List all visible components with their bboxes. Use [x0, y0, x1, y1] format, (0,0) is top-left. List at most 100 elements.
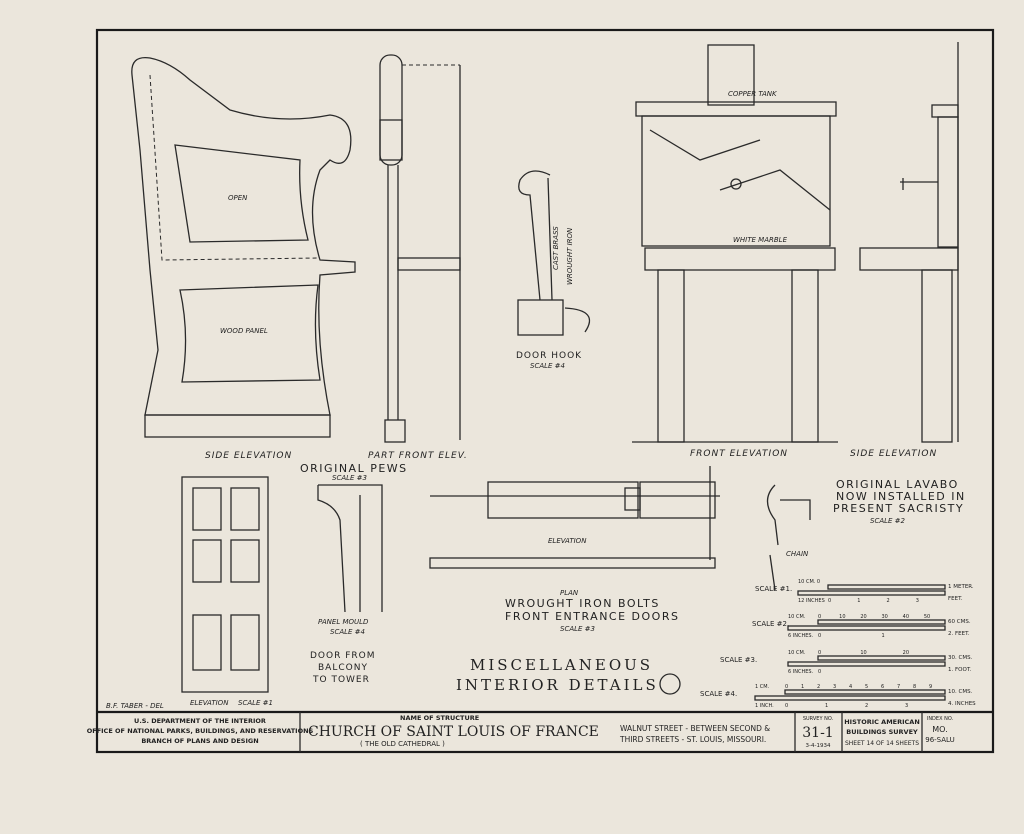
- door-elevation-label: ELEVATION: [190, 699, 229, 707]
- scale-top-tick: 6: [881, 684, 884, 690]
- scale-tick: 0: [818, 669, 821, 675]
- scale-bottom-left: 6 INCHES.: [788, 633, 814, 639]
- door-hook-title: DOOR HOOK: [516, 351, 582, 361]
- habs-line-1: HISTORIC AMERICAN: [844, 718, 920, 726]
- scale-top-tick: 0: [785, 684, 788, 690]
- front-elevation-label: FRONT ELEVATION: [690, 449, 788, 459]
- survey-no: 31-1: [802, 725, 833, 741]
- lavabo-title-1: ORIGINAL LAVABO: [836, 478, 959, 491]
- scale-bar-top: [817, 655, 946, 661]
- scale-top-tick: 9: [929, 684, 932, 690]
- lavabo-scale: SCALE #2: [870, 517, 906, 525]
- scale-bar-bottom: [797, 590, 946, 596]
- structure-name: CHURCH OF SAINT LOUIS OF FRANCE: [308, 724, 599, 740]
- pew-front-elevation: PART FRONT ELEV.: [368, 54, 468, 461]
- bolts-title-2: FRONT ENTRANCE DOORS: [505, 610, 679, 623]
- structure-subname: ( THE OLD CATHEDRAL ): [360, 740, 445, 748]
- panel-mould-section: SCALE #3 PANEL MOULD SCALE #4: [317, 474, 383, 636]
- scale-top-tick: 3: [833, 684, 836, 690]
- scale-top-tick: 8: [913, 684, 916, 690]
- wrought-iron-label: WROUGHT IRON: [566, 227, 574, 285]
- scale-top-left: 10 CM.: [788, 650, 806, 656]
- location-line-2: THIRD STREETS - ST. LOUIS, MISSOURI.: [619, 735, 766, 744]
- index-no: MO.: [932, 725, 947, 734]
- pew-side-elevation: OPEN WOOD PANEL SIDE ELEVATION: [131, 56, 356, 461]
- lavabo-title-3: PRESENT SACRISTY: [833, 502, 964, 515]
- scale-bottom-right: 2. FEET.: [948, 631, 970, 637]
- scale-tick: 1: [825, 703, 828, 709]
- panel-mould-scale: SCALE #4: [330, 628, 365, 636]
- scale-top-right: 30. CMS.: [948, 655, 973, 661]
- scale-top-left: 10 CM. 0: [798, 579, 820, 585]
- sheet-title-2: INTERIOR DETAILS: [456, 676, 659, 694]
- scale-bottom-left: 12 INCHES: [798, 598, 825, 604]
- scale-bar-bottom: [787, 625, 946, 631]
- scale-tick: 3: [916, 598, 919, 604]
- open-label: OPEN: [228, 194, 248, 202]
- bolts-elevation-label: ELEVATION: [548, 537, 587, 545]
- door-scale: SCALE #1: [238, 699, 273, 707]
- sheet-number: SHEET 14 OF 14 SHEETS: [845, 740, 919, 747]
- index-no-label: INDEX NO.: [927, 716, 954, 722]
- scale-top-tick: 5: [865, 684, 868, 690]
- bolts-scale: SCALE #3: [560, 625, 595, 633]
- scale-bottom-right: 4. INCHES: [948, 701, 976, 707]
- original-pews-title: ORIGINAL PEWS: [300, 462, 408, 475]
- scale-top-tick: 0: [818, 650, 821, 656]
- scale-tick: 1: [882, 633, 885, 639]
- scale-label: SCALE #2.: [752, 620, 789, 628]
- agency-line-2: OFFICE OF NATIONAL PARKS, BUILDINGS, AND…: [87, 727, 314, 735]
- lavabo-front-elevation: COPPER TANK WHITE MARBLE FRONT ELEVATION: [632, 44, 838, 459]
- door-hook-drawing: CAST BRASS WROUGHT IRON DOOR HOOK SCALE …: [516, 170, 591, 370]
- scale-tick: 2: [887, 598, 890, 604]
- side-elevation-lavabo-label: SIDE ELEVATION: [850, 449, 937, 459]
- sheet-border: [95, 28, 995, 754]
- scale-top-left: 10 CM.: [788, 614, 806, 620]
- chain-label: CHAIN: [786, 550, 809, 558]
- lavabo-title-2: NOW INSTALLED IN: [836, 490, 966, 503]
- sheet-title-1: MISCELLANEOUS: [470, 656, 653, 674]
- white-marble-label: WHITE MARBLE: [733, 236, 788, 244]
- bolts-plan-label: PLAN: [560, 589, 579, 597]
- copper-tank-label: COPPER TANK: [728, 90, 778, 98]
- scale-tick: 0: [785, 703, 788, 709]
- habs-seal-icon: [659, 673, 681, 695]
- scale-bottom-right: FEET.: [948, 596, 963, 602]
- scale-bar-bottom: [787, 661, 946, 667]
- panel-mould-scale-top: SCALE #3: [332, 474, 367, 482]
- part-front-elev-label: PART FRONT ELEV.: [368, 451, 468, 461]
- scale-top-tick: 20: [860, 614, 866, 620]
- door-hook-scale: SCALE #4: [530, 362, 565, 370]
- scale-top-tick: 10: [839, 614, 845, 620]
- scale-top-right: 10. CMS.: [948, 689, 973, 695]
- survey-no-label: SURVEY NO.: [803, 716, 834, 722]
- door-title-1: DOOR FROM: [310, 651, 376, 661]
- scale-tick: 2: [865, 703, 868, 709]
- scale-top-tick: 20: [903, 650, 909, 656]
- delineator-label: B.F. TABER - DEL: [106, 702, 164, 710]
- location-line-1: WALNUT STREET - BETWEEN SECOND &: [620, 724, 770, 733]
- agency-line-3: BRANCH OF PLANS AND DESIGN: [141, 737, 258, 745]
- scale-top-tick: 40: [903, 614, 909, 620]
- scale-tick: 0: [818, 633, 821, 639]
- cast-brass-label: CAST BRASS: [552, 226, 560, 270]
- scale-top-tick: 30: [882, 614, 888, 620]
- scale-top-right: 60 CMS.: [948, 619, 971, 625]
- wrought-iron-bolts: ELEVATION PLAN CHAIN: [429, 466, 811, 597]
- habs-line-2: BUILDINGS SURVEY: [846, 728, 918, 736]
- name-of-structure-label: NAME OF STRUCTURE: [400, 714, 479, 722]
- scale-top-tick: 0: [818, 614, 821, 620]
- scale-top-tick: 4: [849, 684, 852, 690]
- panel-mould-label: PANEL MOULD: [318, 618, 369, 626]
- scale-bar-top: [784, 689, 946, 695]
- agency-line-1: U.S. DEPARTMENT OF THE INTERIOR: [134, 717, 266, 725]
- scale-top-left: 1 CM.: [755, 684, 770, 690]
- scale-bottom-left: 1 INCH.: [755, 703, 774, 709]
- scale-top-tick: 10: [860, 650, 866, 656]
- scale-label: SCALE #4.: [700, 690, 737, 698]
- survey-date: 3-4-1934: [806, 743, 831, 749]
- lavabo-side-elevation: SIDE ELEVATION: [850, 42, 959, 459]
- scale-top-right: 1 METER.: [948, 584, 974, 590]
- scale-top-tick: 1: [801, 684, 804, 690]
